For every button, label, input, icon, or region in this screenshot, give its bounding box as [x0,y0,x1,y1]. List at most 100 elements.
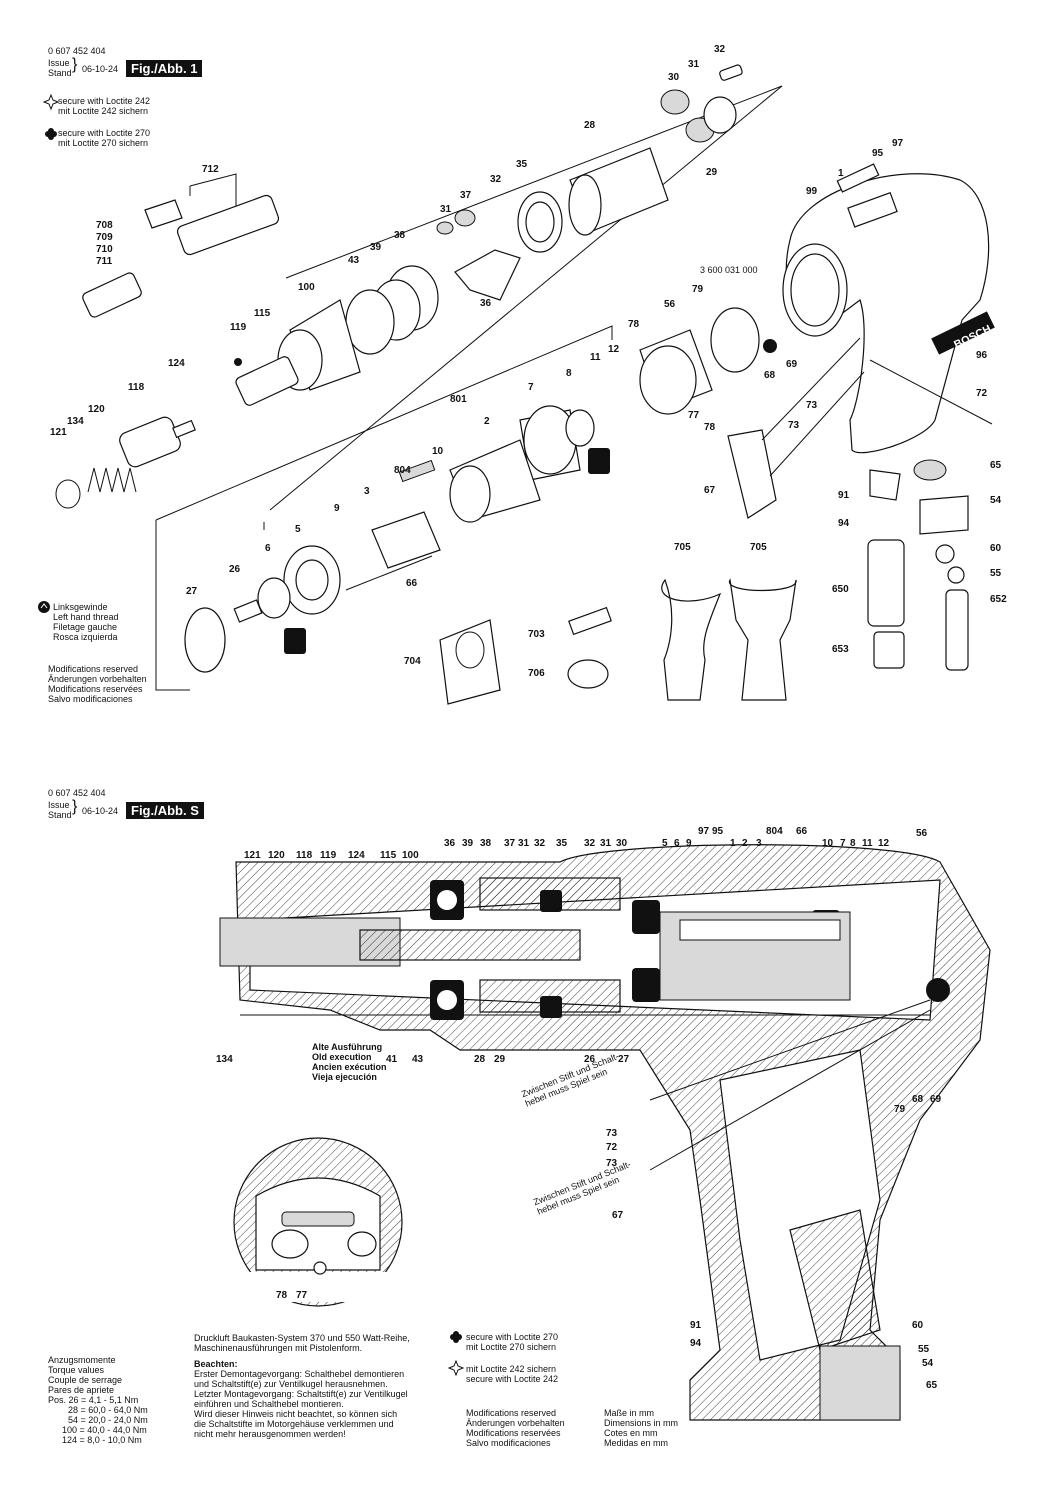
part-label: 69 [786,359,798,370]
left-hand-line-3: Filetage gauche [53,622,118,632]
part-label: 60 [990,543,1002,554]
old-execution-note: Alte Ausführung Old execution Ancien exé… [312,1042,387,1082]
part-label: 652 [990,594,1007,605]
figS-modifications: Modifications reserved Änderungen vorbeh… [466,1408,565,1448]
part-label: 120 [88,404,105,415]
loctite-270-icon [45,128,57,140]
legend-270-line-1: secure with Loctite 270 [58,128,151,138]
figS-242-line-1: mit Loctite 242 sichern [466,1364,557,1374]
part-label: 30 [668,72,680,83]
part-label: 29 [706,167,718,178]
figS-mod-line-3: Modifications reservées [466,1428,561,1438]
part-label: 31 [440,204,452,215]
part-label: 37 [460,190,472,201]
part-label: 32 [490,174,502,185]
part-label: 96 [976,350,988,361]
part-label: 705 [750,542,767,553]
dimensions-line-2: Dimensions in mm [604,1418,679,1428]
section-label: 95 [712,826,724,837]
fig1-date: 06-10-24 [82,64,119,74]
section-label: 9 [686,838,692,849]
section-label: 67 [612,1210,624,1221]
figS-mod-line-2: Änderungen vorbehalten [466,1418,565,1428]
part-label: 709 [96,232,113,243]
figS-270-line-1: secure with Loctite 270 [466,1332,559,1342]
part-label: 8 [566,368,572,379]
section-label: 38 [480,838,492,849]
section-label: 69 [930,1094,942,1105]
old-exec-line-1: Alte Ausführung [312,1042,383,1052]
section-label: 94 [690,1338,702,1349]
part-label: 54 [990,495,1002,506]
part-label: 79 [692,284,704,295]
part-label: 653 [832,644,849,655]
section-label: 8 [850,838,856,849]
part-label: 121 [50,427,67,438]
figS-brace: } [72,798,78,815]
section-label: 41 [386,1054,398,1065]
pistol-housing: BOSCH [782,163,995,454]
part-label: 28 [584,120,596,131]
fig1-mod-line-4: Salvo modificaciones [48,694,133,704]
section-label: 32 [584,838,596,849]
part-label: 119 [230,322,247,333]
part-label: 11 [590,352,601,363]
part-label: 32 [714,44,726,55]
part-label: 67 [704,485,716,496]
figS-mod-line-1: Modifications reserved [466,1408,557,1418]
part-label: 5 [295,524,301,535]
section-label: 54 [922,1358,934,1369]
loctite-242-icon [447,1359,465,1377]
part-label: 26 [229,564,241,575]
torque-row: 124 = 8,0 - 10,0 Nm [62,1435,142,1445]
figS-top-labels: 121 120 118 119 124 115 100 36 39 38 37 … [244,826,928,861]
torque-row: 100 = 40,0 - 44,0 Nm [62,1425,147,1435]
beachten-line: die Schaltstifte im Motorgehäuse verklem… [194,1419,394,1429]
section-label: 79 [894,1104,906,1115]
fig1-mod-line-1: Modifications reserved [48,664,139,674]
part-label: 115 [254,308,271,319]
section-label: 118 [296,850,313,861]
part-label: 7 [528,382,534,393]
part-label: 73 [788,420,800,431]
part-label: 710 [96,244,113,255]
section-label: 35 [556,838,568,849]
part-label: 124 [168,358,185,369]
loctite-242-icon [42,93,60,111]
part-label: 77 [688,410,700,421]
section-label: 5 [662,838,668,849]
part-label: 91 [838,490,850,501]
part-label: 712 [202,164,219,175]
section-label: 6 [674,838,680,849]
beachten-title: Beachten: [194,1359,238,1369]
section-label: 27 [618,1054,630,1065]
dimensions-line-3: Cotes en mm [604,1428,658,1438]
torque-heading-3: Couple de serrage [48,1375,123,1385]
fig1-legend-270: secure with Loctite 270 mit Loctite 270 … [58,128,150,148]
section-label: 28 [474,1054,486,1065]
part-label: 704 [404,656,421,667]
part-label: 1 [838,168,844,179]
left-hand-line-2: Left hand thread [53,612,119,622]
figS-part-number: 0 607 452 404 [48,788,106,798]
section-label: 66 [796,826,808,837]
part-label: 650 [832,584,849,595]
part-label: 66 [406,578,418,589]
part-label: 73 [806,400,818,411]
section-label: 73 [606,1128,618,1139]
section-label: 30 [616,838,628,849]
fig1-legend-242: secure with Loctite 242 mit Loctite 242 … [58,96,150,116]
section-label: 3 [756,838,762,849]
section-label: 32 [534,838,546,849]
fig1-title-box: Fig./Abb. 1 [126,60,203,77]
torque-heading-1: Anzugsmomente [48,1355,116,1365]
figS-270-line-2: mit Loctite 270 sichern [466,1342,557,1352]
section-label: 1 [730,838,736,849]
figS-issue-label: Issue [48,800,70,810]
figS-stand-label: Stand [48,810,72,820]
part-label: 134 [67,416,84,427]
part-label: 99 [806,186,818,197]
part-label: 12 [608,344,620,355]
